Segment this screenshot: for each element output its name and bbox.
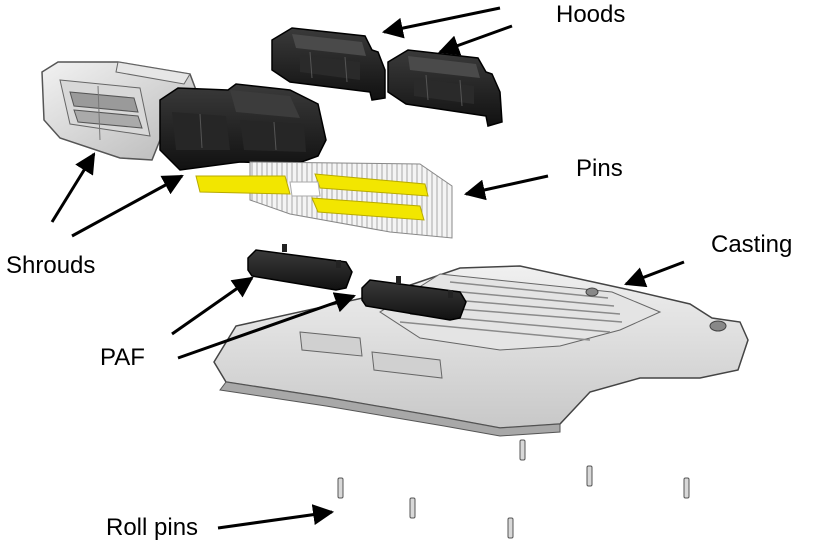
paf-left: [247, 244, 353, 291]
roll-pin: [519, 439, 526, 461]
label-pins: Pins: [576, 155, 623, 182]
roll-pin: [586, 465, 593, 487]
arrow-shrouds-2: [71, 174, 184, 238]
roll-pin: [337, 477, 344, 499]
shroud: [41, 61, 197, 161]
roll-pins: [337, 439, 690, 539]
hood-right: [387, 49, 503, 127]
label-paf: PAF: [100, 344, 145, 371]
roll-pin: [507, 517, 514, 539]
roll-pin: [683, 477, 690, 499]
arrow-hoods-1: [381, 6, 501, 39]
label-hoods: Hoods: [556, 1, 625, 28]
casting: [213, 265, 749, 437]
arrow-pins: [463, 174, 549, 201]
arrow-casting: [624, 260, 685, 288]
arrow-roll-pins: [217, 504, 335, 530]
paf-right: [361, 276, 467, 321]
pins-block: [195, 161, 453, 239]
label-roll-pins: Roll pins: [106, 514, 198, 541]
arrow-hoods-2: [438, 24, 513, 56]
arrow-shrouds-1: [50, 152, 96, 223]
roll-pin: [409, 497, 416, 519]
hood-left: [271, 27, 386, 101]
leader-arrows: [50, 6, 685, 530]
arrow-paf-2: [177, 292, 356, 360]
header-connector: [159, 83, 327, 171]
label-shrouds: Shrouds: [6, 252, 95, 279]
arrow-paf-1: [171, 276, 254, 336]
label-casting: Casting: [711, 231, 792, 258]
